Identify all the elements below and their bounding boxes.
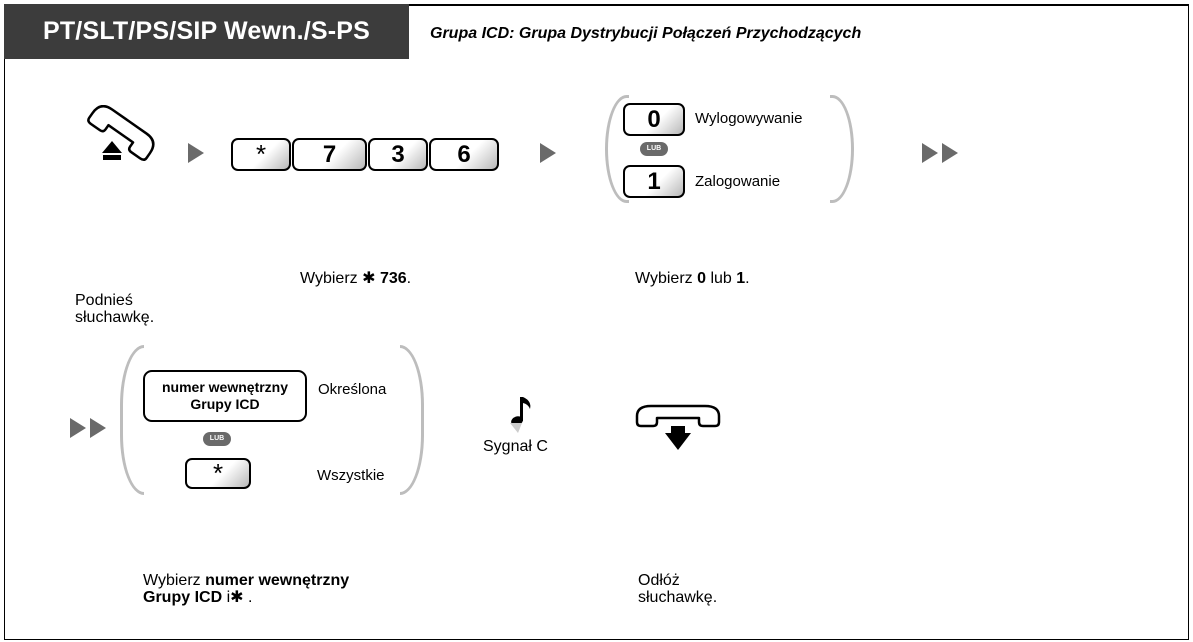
step1-caption-line1: Podnieś — [75, 292, 133, 309]
music-note-icon — [510, 397, 531, 433]
step3-caption: Wybierz 0 lub 1. — [635, 270, 750, 287]
key-star[interactable]: * — [185, 458, 251, 489]
off-hook-icon — [87, 105, 155, 161]
on-hook-icon — [635, 404, 721, 450]
step6-caption-line1: Odłóż — [638, 572, 680, 589]
page-frame — [4, 4, 1189, 640]
box-line2: Grupy ICD — [190, 396, 260, 412]
step4-caption-prefix: Wybierz — [143, 572, 201, 589]
key-6[interactable]: 6 — [429, 138, 499, 171]
step4-caption-bold1: numer wewnętrzny — [205, 572, 350, 589]
step2-caption-code: 736 — [379, 270, 407, 287]
next-arrow-icon — [540, 143, 556, 163]
step3-caption-b: 1 — [736, 270, 746, 287]
star-symbol: ✱ — [230, 589, 244, 606]
step3-caption-prefix: Wybierz — [635, 270, 693, 287]
mode-tab: PT/SLT/PS/SIP Wewn./S-PS — [4, 4, 409, 59]
continue-arrow-icon — [70, 418, 106, 438]
step4-caption: Wybierz numer wewnętrzny Grupy ICD i✱ . — [143, 572, 349, 606]
continue-arrow-icon — [922, 143, 958, 163]
step2-caption-end: . — [406, 270, 412, 287]
step3-caption-a: 0 — [697, 270, 706, 287]
box-line1: numer wewnętrzny — [161, 379, 289, 395]
key-star[interactable]: * — [231, 138, 291, 171]
tone-label: Sygnał C — [483, 438, 548, 455]
step1-caption: Podnieś słuchawkę. — [75, 292, 154, 326]
header-rule — [4, 4, 1189, 6]
step3-caption-end: . — [745, 270, 750, 287]
step3-caption-mid: lub — [710, 270, 732, 287]
option-login-label: Zalogowanie — [695, 173, 781, 190]
key-7[interactable]: 7 — [292, 138, 367, 171]
option-specific-label: Określona — [318, 381, 387, 398]
icd-group-number-box[interactable]: numer wewnętrzny Grupy ICD — [143, 370, 307, 422]
step2-caption-prefix: Wybierz — [300, 270, 358, 287]
or-badge: LUB — [203, 432, 231, 446]
key-3[interactable]: 3 — [368, 138, 428, 171]
step4-caption-mid: i — [226, 589, 231, 606]
step4-caption-bold2: Grupy ICD — [143, 589, 223, 606]
option-logout-label: Wylogowywanie — [695, 110, 803, 127]
key-1[interactable]: 1 — [623, 165, 685, 198]
option-all-label: Wszystkie — [317, 467, 385, 484]
step6-caption: Odłóż słuchawkę. — [638, 572, 717, 606]
step4-caption-end: . — [248, 589, 253, 606]
or-badge: LUB — [640, 142, 668, 156]
star-symbol: ✱ — [362, 270, 376, 287]
step6-caption-line2: słuchawkę. — [638, 589, 718, 606]
next-arrow-icon — [188, 143, 204, 163]
key-0[interactable]: 0 — [623, 103, 685, 136]
feature-title: Grupa ICD: Grupa Dystrybucji Połączeń Pr… — [430, 25, 862, 42]
step1-caption-line2: słuchawkę. — [75, 309, 155, 326]
step2-caption: Wybierz ✱ 736. — [300, 270, 411, 287]
